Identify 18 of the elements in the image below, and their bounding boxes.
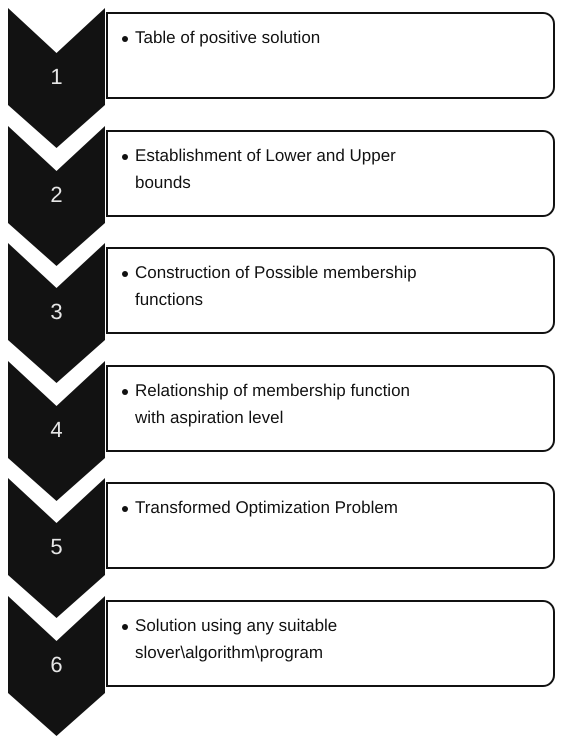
step-text: Construction of Possible membership functions	[135, 262, 418, 311]
step-number: 3	[49, 301, 64, 323]
step-number: 4	[49, 418, 64, 440]
step-text: Solution using any suitable slover\algorithm\program	[135, 614, 338, 664]
step-text: Relationship of membership function with aspiration level	[135, 380, 411, 428]
step-text: Establishment of Lower and Upper bounds	[135, 144, 397, 194]
step-box	[106, 12, 555, 99]
step-text: Transformed Optimization Problem	[135, 497, 399, 519]
step-number: 2	[49, 184, 64, 206]
step-box	[106, 482, 555, 569]
step-number: 1	[49, 66, 64, 88]
step-number: 6	[49, 654, 64, 676]
step-box	[106, 130, 555, 216]
step-box	[106, 247, 555, 334]
step-box	[106, 364, 555, 452]
step-box	[106, 600, 555, 686]
step-number: 5	[49, 536, 64, 558]
step-text: Table of positive solution	[135, 27, 322, 49]
